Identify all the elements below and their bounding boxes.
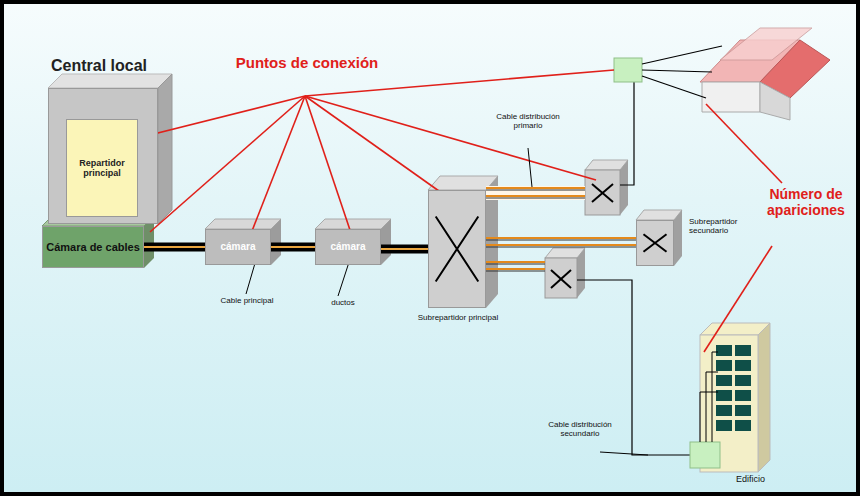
- node-heading: Edificio: [736, 474, 796, 484]
- terminal-box: [614, 58, 642, 82]
- node-label: cámara: [319, 241, 377, 253]
- drop-wire: [642, 76, 706, 98]
- part-label: ductos: [318, 298, 368, 307]
- manhole-side: [271, 219, 281, 265]
- node-heading: Subrepartidor principal: [417, 313, 499, 322]
- manhole-top: [315, 219, 391, 229]
- node-label: Repartidor principal: [70, 158, 134, 179]
- house-icon: [700, 28, 830, 120]
- node-label: cámara: [209, 241, 267, 253]
- part-label: Cable distribución primario: [488, 112, 568, 130]
- secondary-cabinet: [545, 248, 585, 298]
- part-label: Cable principal: [212, 296, 282, 305]
- cable-connector: [144, 247, 205, 248]
- cable-connector: [271, 247, 315, 248]
- cable-chamber: Cámara de cables: [42, 226, 144, 268]
- building-side: [158, 74, 172, 224]
- manhole: cámara: [205, 229, 271, 265]
- callout-label: Puntos de conexión: [222, 54, 392, 71]
- secondary-cabinet: [585, 160, 628, 215]
- distribution-cable: [486, 262, 545, 271]
- cross-symbol: [429, 191, 485, 307]
- node-heading: Central local: [51, 57, 191, 75]
- central-office: Central localRepartidor principal: [48, 88, 158, 224]
- part-label: Cable distribución secundario: [540, 420, 620, 438]
- main-subdistributor: Subrepartidor principal: [428, 190, 486, 308]
- building-icon: [690, 323, 770, 472]
- cable-connector: [381, 249, 428, 250]
- secondary-subdistributor: Subrepartidor secundario: [636, 220, 674, 266]
- distribution-cable: [486, 186, 585, 200]
- cable-connector: [486, 238, 636, 247]
- building: Edificio: [700, 335, 758, 472]
- manhole-side: [381, 219, 391, 265]
- drop-wire: [642, 46, 722, 64]
- manhole: cámara: [315, 229, 381, 265]
- leader-lines: [246, 148, 648, 455]
- cross-symbol: [637, 221, 673, 265]
- callout-label: Número de apariciones: [758, 186, 854, 218]
- building-top: [48, 74, 172, 88]
- main-distribution-frame: Repartidor principal: [66, 119, 138, 217]
- cabinet-side: [674, 210, 682, 266]
- callout-lines: [90, 70, 782, 352]
- drop-wire: [642, 70, 712, 72]
- cabinet-top: [636, 210, 682, 220]
- drop-wire: [620, 82, 634, 185]
- node-label: Cámara de cables: [46, 241, 140, 254]
- node-heading: Subrepartidor secundario: [689, 217, 773, 235]
- manhole-top: [205, 219, 281, 229]
